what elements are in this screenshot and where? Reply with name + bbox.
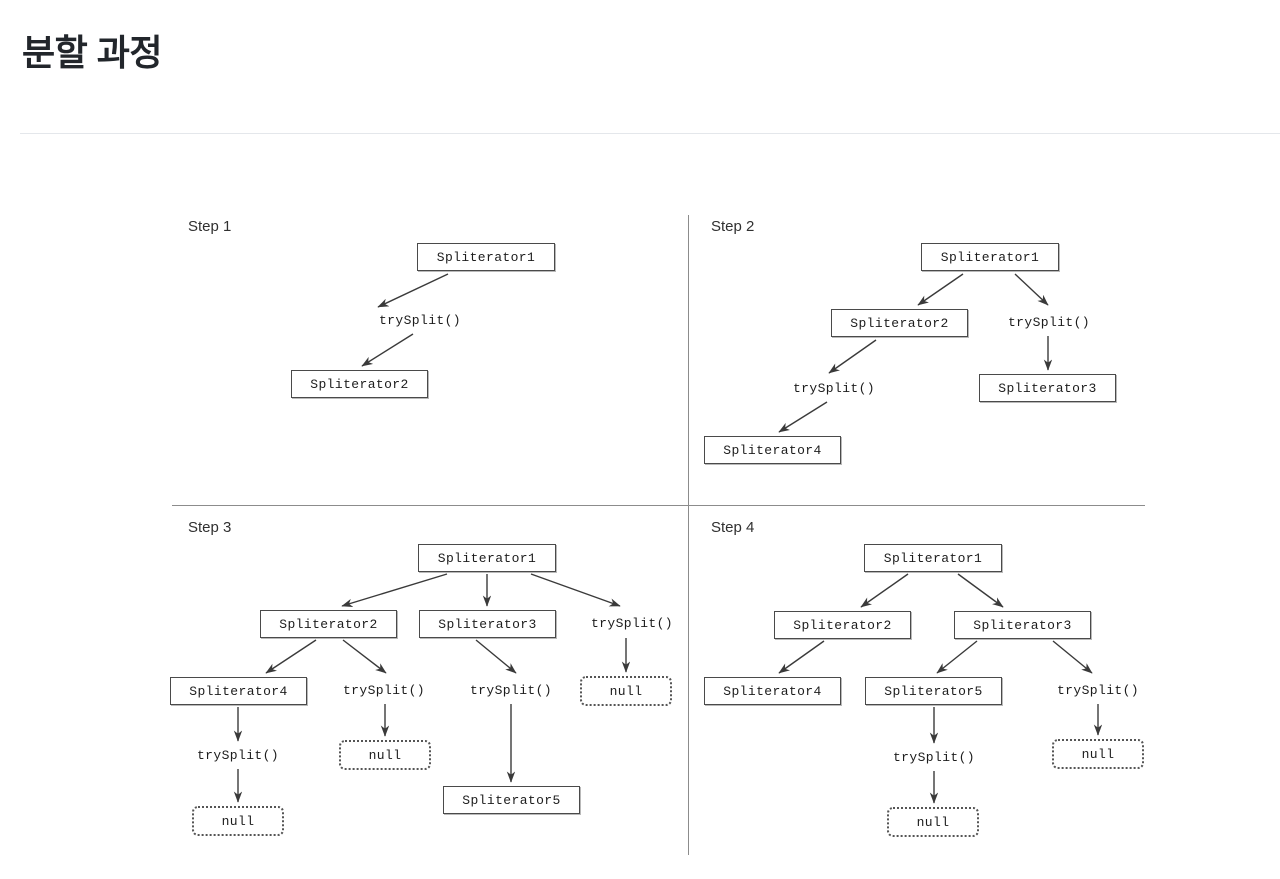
step2-node-spliterator1: Spliterator1 — [921, 243, 1059, 271]
step3-node-null-m1: null — [339, 740, 431, 770]
title-divider — [20, 133, 1280, 134]
step4-node-spliterator1: Spliterator1 — [864, 544, 1002, 572]
step4-edge-s3-to-s5 — [936, 640, 978, 674]
step3-edge-s1-to-s2 — [341, 573, 448, 607]
step2-node-spliterator2: Spliterator2 — [831, 309, 968, 337]
step4-node-null-r1: null — [1052, 739, 1144, 769]
step3-node-trysplit-m2: trySplit() — [469, 682, 552, 698]
divider-vertical — [688, 215, 689, 855]
step2-node-spliterator3: Spliterator3 — [979, 374, 1116, 402]
step-label-step3: Step 3 — [188, 519, 232, 536]
step3-node-null-l1: null — [192, 806, 284, 836]
step4-edge-s3-to-trysplit — [1052, 640, 1093, 674]
divider-horizontal — [172, 505, 1145, 506]
step1-node-spliterator2: Spliterator2 — [291, 370, 428, 398]
step3-node-spliterator3: Spliterator3 — [419, 610, 556, 638]
step4-node-trysplit-r1: trySplit() — [1056, 682, 1139, 698]
step3-node-trysplit-r1: trySplit() — [590, 615, 673, 631]
step3-edge-s2-to-s4 — [265, 639, 317, 674]
step2-edge-trysplit-to-s4 — [778, 401, 828, 433]
step1-node-trysplit-1: trySplit() — [378, 312, 461, 328]
step3-edge-s3-to-trysplit — [475, 639, 517, 674]
step1-edge-s1-to-trysplit — [377, 273, 449, 308]
step4-node-spliterator5: Spliterator5 — [865, 677, 1002, 705]
step3-node-spliterator1: Spliterator1 — [418, 544, 556, 572]
step4-edge-s1-to-s3 — [957, 573, 1004, 608]
step3-edge-s2-to-trysplit — [342, 639, 387, 674]
step2-edge-s1-to-trysplit — [1014, 273, 1049, 306]
step2-edge-s1-to-s2 — [917, 273, 964, 306]
step2-node-spliterator4: Spliterator4 — [704, 436, 841, 464]
step-label-step2: Step 2 — [711, 218, 755, 235]
step3-edge-s1-to-trysplit — [530, 573, 621, 607]
step3-node-spliterator4: Spliterator4 — [170, 677, 307, 705]
step4-node-spliterator4: Spliterator4 — [704, 677, 841, 705]
step3-node-trysplit-l1: trySplit() — [196, 747, 279, 763]
step3-node-spliterator2: Spliterator2 — [260, 610, 397, 638]
step4-edge-s2-to-s4 — [778, 640, 825, 674]
step2-node-trysplit-left: trySplit() — [792, 380, 875, 396]
step1-edge-trysplit-to-s2 — [361, 333, 414, 367]
step3-node-spliterator5: Spliterator5 — [443, 786, 580, 814]
step4-node-null-m1: null — [887, 807, 979, 837]
step4-node-spliterator2: Spliterator2 — [774, 611, 911, 639]
step2-node-trysplit-right: trySplit() — [1007, 314, 1090, 330]
step2-edge-s2-to-trysplit — [828, 339, 877, 374]
step3-node-null-r1: null — [580, 676, 672, 706]
step1-node-spliterator1: Spliterator1 — [417, 243, 555, 271]
step4-node-spliterator3: Spliterator3 — [954, 611, 1091, 639]
step4-node-trysplit-m1: trySplit() — [892, 749, 975, 765]
step4-edge-s1-to-s2 — [860, 573, 909, 608]
page-title: 분할 과정 — [22, 32, 162, 74]
step-label-step1: Step 1 — [188, 218, 232, 235]
step-label-step4: Step 4 — [711, 519, 755, 536]
step3-node-trysplit-m1: trySplit() — [342, 682, 425, 698]
